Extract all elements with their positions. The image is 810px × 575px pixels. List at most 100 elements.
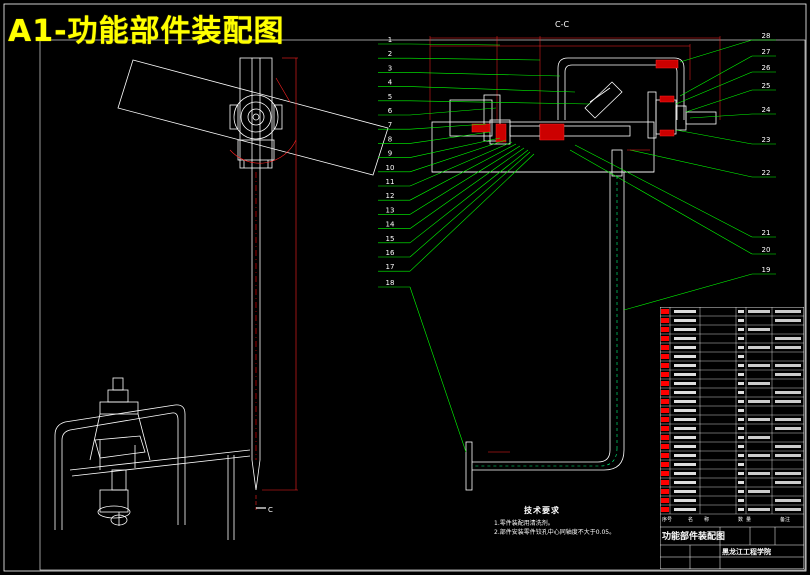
leader-line bbox=[409, 143, 517, 201]
tb-name-cell bbox=[674, 364, 696, 367]
part-number-label: 19 bbox=[762, 266, 771, 274]
leader-line bbox=[409, 141, 513, 187]
tb-name-cell bbox=[674, 490, 696, 493]
tb-note-cell bbox=[775, 400, 801, 403]
leader-line bbox=[409, 149, 529, 244]
tb-name-cell bbox=[674, 454, 696, 457]
tb-qty-cell bbox=[738, 454, 744, 457]
tb-qty-cell bbox=[738, 409, 744, 412]
part-number-label: 8 bbox=[388, 135, 392, 143]
tb-name-cell bbox=[674, 463, 696, 466]
part-number-label: 24 bbox=[762, 106, 771, 114]
part-number-label: 18 bbox=[386, 279, 395, 287]
part-number-label: 4 bbox=[388, 79, 393, 87]
part-number-label: 28 bbox=[762, 32, 771, 40]
tb-note-cell bbox=[775, 310, 801, 313]
leader-line bbox=[679, 55, 753, 97]
tb-note-cell bbox=[775, 418, 801, 421]
leader-line bbox=[409, 123, 487, 130]
section-dim-marks bbox=[488, 149, 650, 453]
tb-index-cell bbox=[661, 327, 669, 332]
part-number-label: 2 bbox=[388, 50, 392, 58]
tb-material-cell bbox=[748, 310, 770, 313]
tb-name-cell bbox=[674, 445, 696, 448]
leader-line bbox=[685, 89, 753, 113]
tb-index-cell bbox=[661, 480, 669, 485]
leader-line bbox=[409, 57, 541, 61]
drawing-title: A1-功能部件装配图 bbox=[8, 14, 285, 49]
tb-name-cell bbox=[674, 391, 696, 394]
tb-material-cell bbox=[748, 454, 770, 457]
tb-material-cell bbox=[748, 418, 770, 421]
part-number-label: 9 bbox=[388, 150, 392, 158]
leader-line bbox=[679, 39, 753, 63]
leader-line bbox=[409, 145, 521, 215]
tb-name-cell bbox=[674, 328, 696, 331]
part-number-label: 7 bbox=[388, 121, 392, 129]
hatch-sections bbox=[471, 59, 679, 143]
leader-lines-left bbox=[378, 43, 591, 453]
leader-line bbox=[675, 129, 753, 145]
tb-name-cell bbox=[674, 373, 696, 376]
tb-qty-cell bbox=[738, 436, 744, 439]
front-view bbox=[117, 57, 389, 491]
part-number-label: 27 bbox=[762, 48, 771, 56]
tb-index-cell bbox=[661, 318, 669, 323]
tb-note-cell bbox=[775, 346, 801, 349]
tb-note-cell bbox=[775, 481, 801, 484]
tech-heading: 技术要求 bbox=[524, 506, 560, 515]
tb-note-cell bbox=[775, 373, 801, 376]
tb-note-cell bbox=[775, 391, 801, 394]
part-number-label: 15 bbox=[386, 235, 395, 243]
tb-index-cell bbox=[661, 444, 669, 449]
part-number-label: 25 bbox=[762, 82, 771, 90]
tb-index-cell bbox=[661, 453, 669, 458]
tb-qty-cell bbox=[738, 499, 744, 502]
tb-material-cell bbox=[748, 364, 770, 367]
tb-material-cell bbox=[748, 382, 770, 385]
tb-index-cell bbox=[661, 372, 669, 377]
part-number-label: 11 bbox=[386, 178, 395, 186]
tb-index-cell bbox=[661, 390, 669, 395]
leader-line bbox=[409, 86, 576, 93]
part-number-label: 17 bbox=[386, 263, 395, 271]
tb-note-cell bbox=[775, 427, 801, 430]
leader-line bbox=[409, 153, 535, 272]
leader-line bbox=[409, 100, 591, 105]
tech-line-2: 2.部件安装零件铰孔中心同轴度不大于0.05。 bbox=[494, 529, 616, 536]
tb-qty-cell bbox=[738, 319, 744, 322]
tb-name-cell bbox=[674, 499, 696, 502]
tb-name-cell bbox=[674, 418, 696, 421]
part-number-label: 22 bbox=[762, 169, 771, 177]
sheet-border bbox=[3, 3, 807, 572]
rotated-plate bbox=[117, 59, 389, 176]
tb-index-cell bbox=[661, 462, 669, 467]
tb-note-cell bbox=[775, 499, 801, 502]
tb-name-cell bbox=[674, 508, 696, 511]
leader-line bbox=[675, 71, 753, 105]
part-number-label: 3 bbox=[388, 64, 392, 72]
tb-name-cell bbox=[674, 319, 696, 322]
tb-qty-cell bbox=[738, 310, 744, 313]
leader-line bbox=[409, 107, 497, 116]
tb-index-cell bbox=[661, 426, 669, 431]
tb-index-cell bbox=[661, 435, 669, 440]
leader-line bbox=[409, 131, 491, 144]
leader-line bbox=[574, 144, 753, 238]
tb-note-cell bbox=[775, 454, 801, 457]
upper-bracket bbox=[557, 57, 685, 120]
leader-line bbox=[409, 151, 531, 258]
tb-qty-cell bbox=[738, 400, 744, 403]
tb-name-cell bbox=[674, 346, 696, 349]
tb-name-cell bbox=[674, 427, 696, 430]
pipe-highlight bbox=[472, 176, 618, 467]
tb-name-cell bbox=[674, 337, 696, 340]
tb-note-cell bbox=[775, 337, 801, 340]
tb-index-cell bbox=[661, 471, 669, 476]
section-label: C-C bbox=[555, 20, 569, 29]
tb-material-cell bbox=[748, 328, 770, 331]
tb-index-cell bbox=[661, 498, 669, 503]
tb-index-cell bbox=[661, 345, 669, 350]
